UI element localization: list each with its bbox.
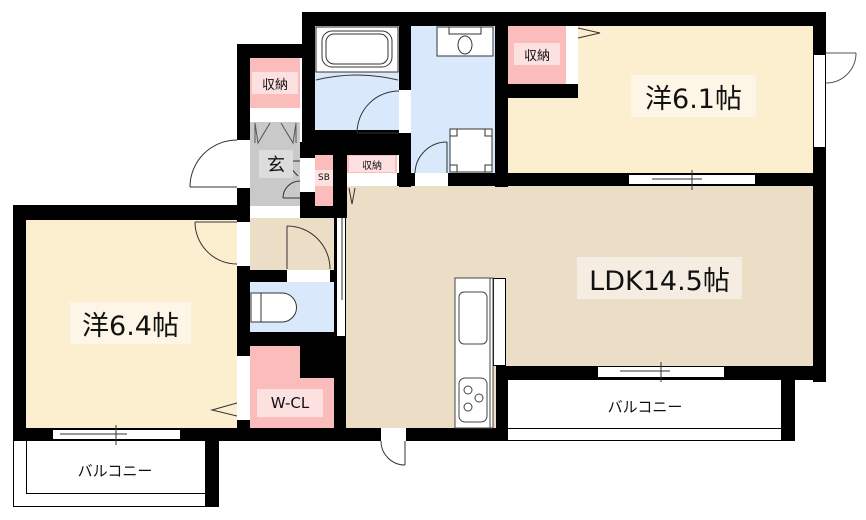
wcl-door-marker-icon	[210, 402, 238, 417]
storage-hall-door	[347, 173, 397, 186]
storage-door-marker-icon	[577, 27, 601, 39]
kitchen-counter-icon	[454, 277, 494, 429]
wcl-notch	[300, 346, 334, 378]
room-label-ldk: LDK14.5帖	[577, 257, 742, 299]
washing-machine-icon	[449, 128, 493, 173]
door-toilet	[287, 270, 330, 282]
balcony-left	[13, 441, 219, 507]
door-walk-in-closet	[237, 356, 250, 420]
wash-door-swing-icon	[414, 141, 448, 174]
wash-basin-icon	[436, 26, 494, 57]
room-label-storage-hall: 収納	[349, 156, 395, 172]
door-bathroom	[399, 90, 411, 133]
wall	[13, 205, 250, 220]
wall	[13, 205, 26, 441]
room-label-storage-entrance: 収納	[252, 72, 298, 94]
storage-bifold-door-icon	[254, 122, 297, 145]
door-western-6-4	[237, 222, 250, 266]
door-marker-icon	[348, 187, 356, 205]
storage-western-6-1-door	[566, 26, 578, 84]
room-label-walk-in-closet: W-CL	[257, 389, 323, 417]
room-label-balcony-right: バルコニー	[607, 397, 683, 416]
wall	[237, 44, 315, 58]
storage-entrance-door	[250, 108, 300, 122]
room-label-storage-western-6-1: 収納	[514, 43, 560, 65]
balcony-right-rail	[508, 428, 781, 429]
room-label-entrance: 玄	[259, 150, 293, 178]
inner-door-swing-icon	[282, 180, 301, 199]
entrance-step	[250, 206, 300, 218]
entrance-door-swing-icon	[189, 139, 238, 188]
room-label-western-6-4: 洋6.4帖	[70, 302, 191, 344]
bath-door-swing-icon	[356, 90, 400, 134]
exterior-door-swing-icon	[825, 52, 857, 84]
room-label-western-6-1: 洋6.1帖	[631, 75, 756, 117]
room-label-shoe-box: SB	[315, 170, 333, 186]
window-mullion-icons	[60, 170, 702, 445]
wall	[205, 430, 219, 507]
balcony-right	[508, 380, 781, 441]
wall	[495, 12, 508, 187]
wall	[781, 366, 795, 441]
wall	[302, 12, 826, 26]
entrance-door-opening	[237, 140, 250, 188]
toilet-door-swing-icon	[286, 225, 331, 270]
balcony-left-inner	[26, 441, 205, 494]
bathtub-icon	[315, 26, 399, 81]
wall	[496, 366, 508, 441]
toilet-icon	[250, 292, 297, 323]
wall	[508, 84, 578, 98]
room-label-balcony-left: バルコニー	[77, 461, 153, 480]
door-western-6-1-exterior	[813, 54, 826, 148]
western-6-4-door-swing-icon	[194, 221, 238, 265]
ldk-exterior-door-swing-icon	[380, 440, 406, 466]
door-ldk-exterior	[381, 428, 406, 441]
wall	[237, 332, 334, 346]
ldk-sliding-door	[337, 218, 345, 336]
shoe-box-opening	[300, 158, 315, 192]
door-washroom	[415, 173, 448, 186]
wall	[302, 130, 411, 155]
